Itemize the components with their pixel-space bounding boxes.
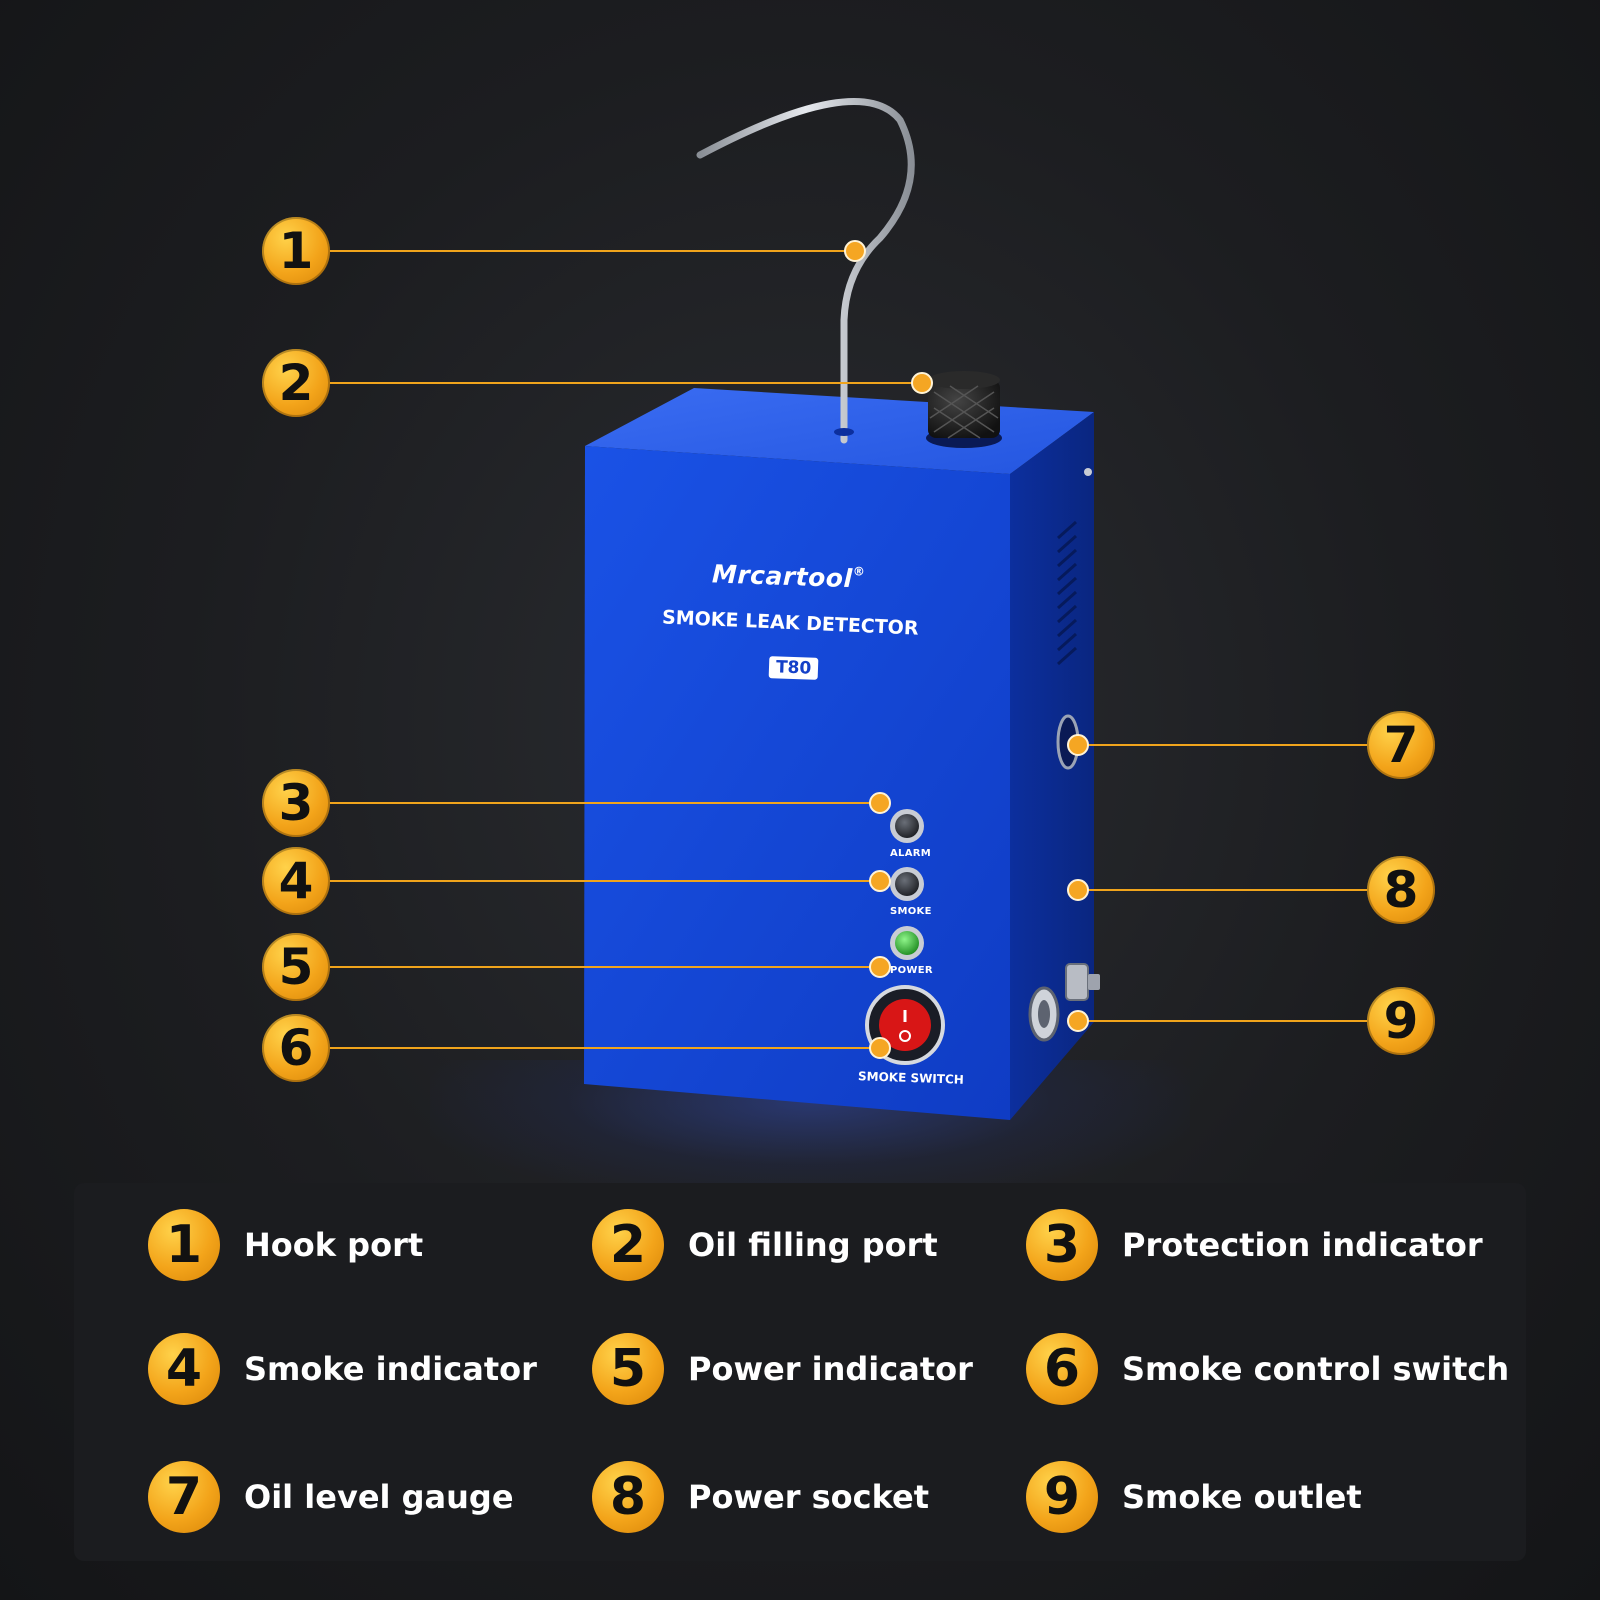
smoke-switch-rocker bbox=[879, 999, 931, 1051]
alarm-led-label: ALARM bbox=[890, 848, 932, 859]
callout-line-7 bbox=[1078, 744, 1368, 746]
vent-slots bbox=[1057, 520, 1077, 666]
legend-label-8: Power socket bbox=[688, 1478, 930, 1516]
smoke-outlet-nozzle bbox=[1065, 963, 1089, 1001]
callout-dot-7 bbox=[1067, 734, 1089, 756]
legend-number-7: 7 bbox=[148, 1461, 220, 1533]
legend-label-6: Smoke control switch bbox=[1122, 1350, 1510, 1388]
device-illustration bbox=[584, 97, 1100, 1120]
callout-number-1: 1 bbox=[262, 217, 330, 285]
legend-label-9: Smoke outlet bbox=[1122, 1478, 1362, 1516]
power-led-label: POWER bbox=[890, 965, 933, 976]
callout-number-5: 5 bbox=[262, 933, 330, 1001]
callout-line-8 bbox=[1078, 889, 1368, 891]
callout-line-1 bbox=[326, 250, 854, 252]
callout-dot-6 bbox=[869, 1037, 891, 1059]
device-front-face bbox=[584, 446, 1010, 1120]
legend-number-1: 1 bbox=[148, 1209, 220, 1281]
smoke-led-label: SMOKE bbox=[890, 906, 932, 917]
legend-label-2: Oil filling port bbox=[688, 1226, 938, 1264]
callout-line-4 bbox=[326, 880, 880, 882]
callout-dot-2 bbox=[911, 372, 933, 394]
callout-number-8: 8 bbox=[1367, 856, 1435, 924]
callout-dot-5 bbox=[869, 956, 891, 978]
callout-number-3: 3 bbox=[262, 769, 330, 837]
callout-line-6 bbox=[326, 1047, 880, 1049]
callout-dot-1 bbox=[844, 240, 866, 262]
legend-label-5: Power indicator bbox=[688, 1350, 973, 1388]
callout-number-9: 9 bbox=[1367, 987, 1435, 1055]
callout-number-6: 6 bbox=[262, 1014, 330, 1082]
model-badge: T80 bbox=[768, 656, 819, 680]
legend-number-6: 6 bbox=[1026, 1333, 1098, 1405]
callout-line-9 bbox=[1078, 1020, 1368, 1022]
hook bbox=[696, 97, 915, 444]
legend-number-3: 3 bbox=[1026, 1209, 1098, 1281]
callout-dot-3 bbox=[869, 792, 891, 814]
legend-label-4: Smoke indicator bbox=[244, 1350, 537, 1388]
legend-number-4: 4 bbox=[148, 1333, 220, 1405]
legend-number-9: 9 bbox=[1026, 1461, 1098, 1533]
callout-line-5 bbox=[326, 966, 880, 968]
callout-number-4: 4 bbox=[262, 847, 330, 915]
legend-label-3: Protection indicator bbox=[1122, 1226, 1483, 1264]
callout-line-3 bbox=[326, 802, 880, 804]
product-scene: Mrcartool® SMOKE LEAK DETECTOR T80 ALARM… bbox=[262, 97, 1435, 1200]
callout-dot-4 bbox=[869, 870, 891, 892]
legend-number-5: 5 bbox=[592, 1333, 664, 1405]
legend-label-7: Oil level gauge bbox=[244, 1478, 514, 1516]
callout-line-2 bbox=[326, 382, 922, 384]
legend-number-8: 8 bbox=[592, 1461, 664, 1533]
callout-dot-8 bbox=[1067, 879, 1089, 901]
callout-number-7: 7 bbox=[1367, 711, 1435, 779]
parts-legend: 1 Hook port 2 Oil filling port 3 Protect… bbox=[74, 1183, 1526, 1561]
legend-number-2: 2 bbox=[592, 1209, 664, 1281]
brand-logo: Mrcartool® bbox=[711, 559, 866, 594]
callout-number-2: 2 bbox=[262, 349, 330, 417]
legend-label-1: Hook port bbox=[244, 1226, 424, 1264]
callout-dot-9 bbox=[1067, 1010, 1089, 1032]
device-side-face bbox=[1010, 412, 1094, 1120]
